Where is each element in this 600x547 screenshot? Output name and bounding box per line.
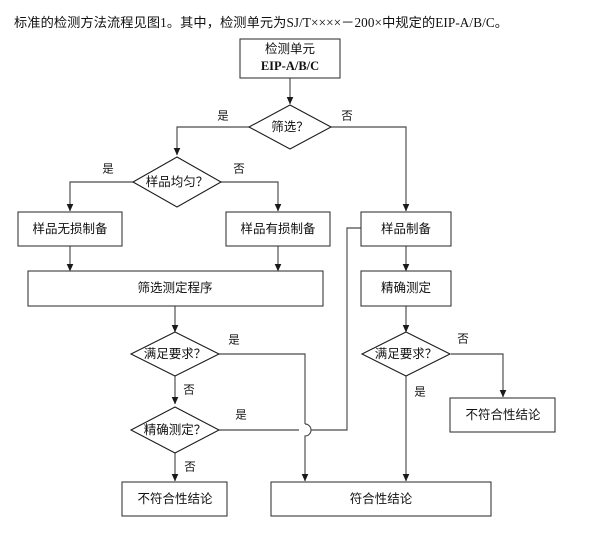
destructive-prep-box	[225, 211, 331, 247]
uniform-decision-diamond	[131, 156, 223, 208]
nondestructive-prep-box	[17, 211, 123, 247]
node-meet-requirement-left[interactable]: 满足要求？	[129, 331, 221, 377]
node-sample-prep[interactable]: 样品制备	[360, 211, 452, 247]
screen-procedure-box	[27, 270, 324, 307]
node-detection-unit[interactable]: 检测单元 EIP-A/B/C	[239, 38, 341, 79]
edge-screen-yes	[173, 126, 250, 156]
edge-label-uniform-yes: 是	[102, 163, 114, 176]
node-screen-decision[interactable]: 筛选？	[247, 104, 333, 150]
node-nonconformance-right[interactable]: 不符合性结论	[449, 397, 556, 433]
edge-label-precise-yes: 是	[235, 409, 247, 422]
destructive-prep-label: 样品有损制备	[240, 221, 316, 236]
detection-unit-line1: 检测单元	[265, 41, 315, 56]
edge-label-uniform-no: 否	[233, 164, 245, 176]
page-caption: 标准的检测方法流程见图1。其中，检测单元为SJ/T××××－200×中规定的EI…	[14, 15, 509, 30]
edge-label-meetright-no: 否	[457, 334, 469, 346]
edge-precise-yes-b	[311, 224, 397, 431]
edge-meetleft-yes-seg1	[219, 353, 306, 424]
edge-screen-no	[331, 126, 410, 212]
node-nondestructive-prep[interactable]: 样品无损制备	[17, 211, 123, 247]
precise-decision-diamond	[129, 406, 221, 454]
node-conformance[interactable]: 符合性结论	[270, 481, 492, 517]
precise-measure-box	[360, 270, 452, 307]
screen-decision-diamond	[247, 104, 333, 150]
meet-requirement-left-label: 满足要求？	[144, 347, 207, 361]
edge-uniform-yes	[66, 181, 135, 212]
node-uniform-decision[interactable]: 样品均匀？	[131, 156, 223, 208]
screen-procedure-label: 筛选测定程序	[137, 280, 212, 295]
node-nonconformance-left[interactable]: 不符合性结论	[121, 481, 228, 517]
edge-label-meetleft-no: 否	[183, 385, 195, 397]
precise-decision-label: 精确测定？	[144, 422, 207, 437]
detection-unit-box	[239, 38, 341, 79]
meet-requirement-left-diamond	[129, 331, 221, 377]
conformance-label: 符合性结论	[350, 491, 413, 506]
meet-requirement-right-diamond	[360, 331, 452, 377]
edge-label-precise-no: 否	[184, 462, 196, 474]
nonconformance-right-label: 不符合性结论	[465, 407, 541, 422]
edge-label-screen-no: 否	[341, 111, 353, 123]
edge-label-meetleft-yes: 是	[228, 334, 240, 347]
screen-decision-label: 筛选？	[271, 119, 309, 134]
meet-requirement-right-label: 满足要求？	[375, 347, 438, 361]
edge-label-screen-yes: 是	[217, 110, 229, 123]
nondestructive-prep-label: 样品无损制备	[32, 221, 108, 236]
edge-uniform-no	[220, 181, 282, 212]
detection-unit-line2: EIP-A/B/C	[261, 59, 319, 73]
node-screen-procedure[interactable]: 筛选测定程序	[27, 270, 324, 307]
nonconformance-left-box	[121, 481, 228, 517]
sample-prep-box	[360, 211, 452, 247]
node-meet-requirement-right[interactable]: 满足要求？	[360, 331, 452, 377]
node-destructive-prep[interactable]: 样品有损制备	[225, 211, 331, 247]
edge-meetright-no	[451, 353, 507, 398]
edge-label-meetright-yes: 是	[414, 386, 426, 399]
precise-measure-label: 精确测定	[381, 280, 431, 295]
nonconformance-right-box	[449, 397, 556, 433]
uniform-decision-label: 样品均匀？	[146, 174, 209, 189]
node-precise-measure[interactable]: 精确测定	[360, 270, 452, 307]
edge-meetleft-yes-seg2	[301, 423, 312, 482]
nonconformance-left-label: 不符合性结论	[137, 491, 213, 506]
node-precise-decision[interactable]: 精确测定？	[129, 406, 221, 454]
sample-prep-label: 样品制备	[381, 221, 432, 236]
conformance-box	[270, 481, 492, 517]
